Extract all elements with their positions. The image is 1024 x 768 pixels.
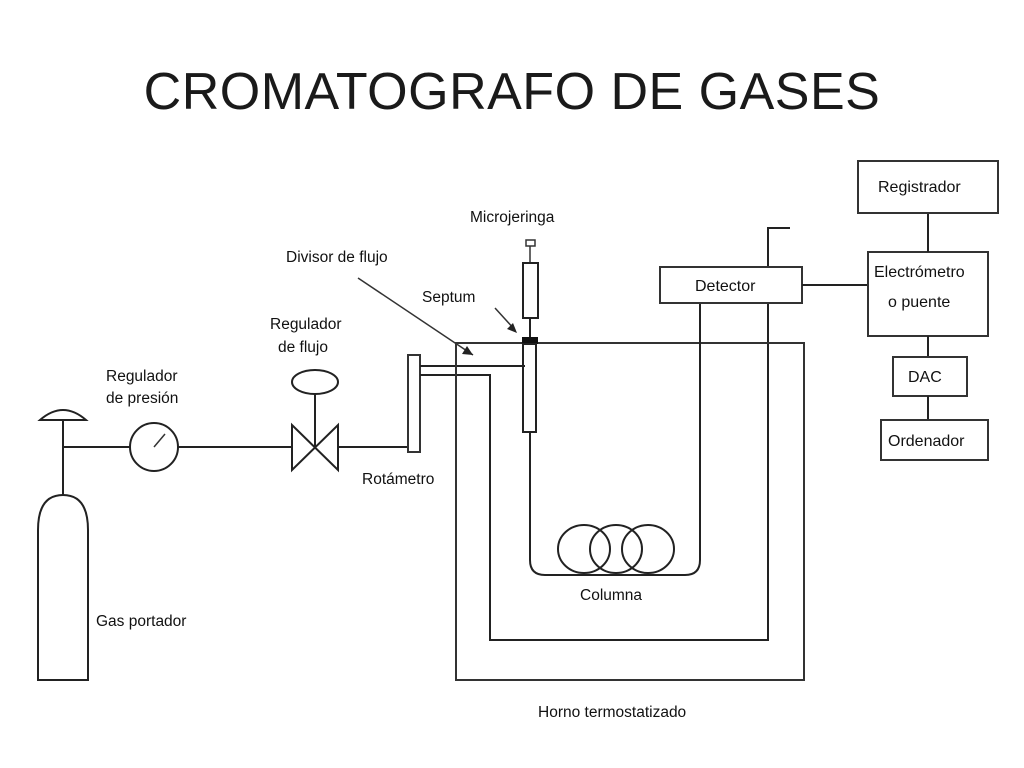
label-dac: DAC xyxy=(908,369,942,386)
label-septum: Septum xyxy=(422,289,475,306)
electrometer-box xyxy=(867,251,989,337)
rotameter xyxy=(407,354,421,453)
cylinder-body xyxy=(37,493,89,681)
septum-arrowhead xyxy=(507,323,517,333)
label-regulador-flujo-1: Regulador xyxy=(270,316,342,333)
label-electrometro-1: Electrómetro xyxy=(874,264,965,281)
label-regulador-flujo-2: de flujo xyxy=(278,339,328,356)
page-title: CROMATOGRAFO DE GASES xyxy=(143,63,881,121)
pressure-regulator-gauge xyxy=(129,422,179,472)
label-registrador: Registrador xyxy=(878,179,961,196)
detector-box xyxy=(659,266,803,304)
label-columna: Columna xyxy=(580,587,642,604)
label-microjeringa: Microjeringa xyxy=(470,209,555,226)
label-gas-portador: Gas portador xyxy=(96,613,186,630)
reference-line xyxy=(420,227,790,641)
oven xyxy=(455,342,805,681)
ordenador-box xyxy=(880,419,989,461)
label-regulador-presion-1: Regulador xyxy=(106,368,178,385)
divisor-arrowhead xyxy=(462,346,473,355)
label-electrometro-2: o puente xyxy=(888,294,950,311)
dac-box xyxy=(892,356,968,397)
injector-port xyxy=(522,343,537,433)
flow-regulator-valve xyxy=(291,369,339,473)
registrador-box xyxy=(857,160,999,214)
column-tubing xyxy=(529,303,701,576)
microsyringe xyxy=(522,239,539,344)
gas-cylinder xyxy=(37,409,89,681)
label-horno: Horno termostatizado xyxy=(538,704,686,721)
label-rotametro: Rotámetro xyxy=(362,471,434,488)
divisor-arrow xyxy=(357,277,474,356)
label-ordenador: Ordenador xyxy=(888,433,965,450)
label-regulador-presion-2: de presión xyxy=(106,390,178,407)
cylinder-valve-cap xyxy=(37,409,89,421)
column-coils xyxy=(557,524,675,574)
label-detector: Detector xyxy=(695,278,756,295)
label-divisor-flujo: Divisor de flujo xyxy=(286,249,388,266)
